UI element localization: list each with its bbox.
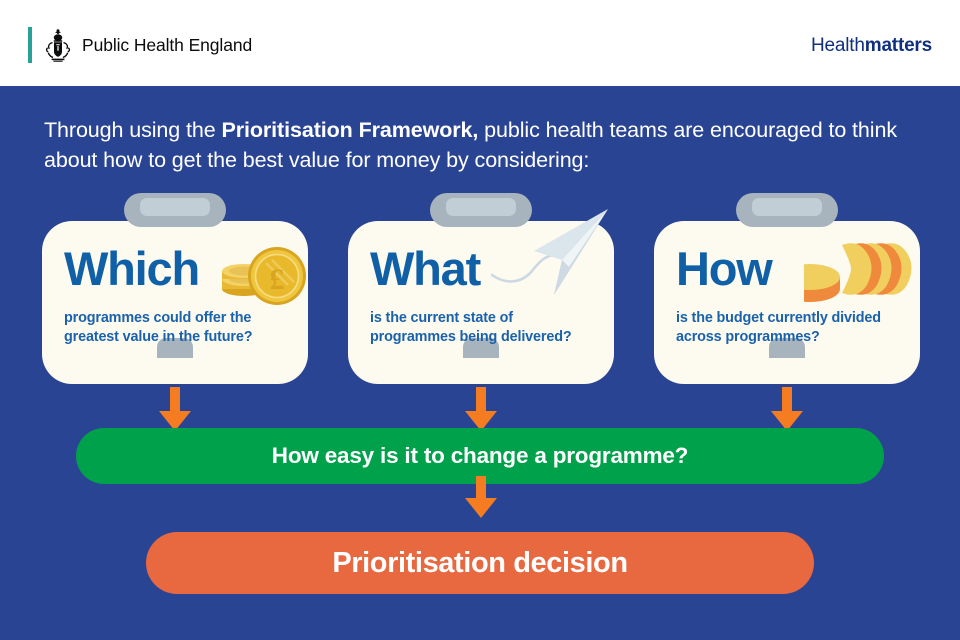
royal-crest-icon bbox=[45, 29, 71, 62]
intro-before: Through using the bbox=[44, 118, 222, 142]
svg-text:£: £ bbox=[270, 263, 285, 296]
health-matters-brand: Healthmatters bbox=[811, 35, 932, 57]
card-how-title: How bbox=[676, 242, 773, 295]
clipboard-clip bbox=[124, 193, 226, 227]
paper-plane-icon bbox=[490, 209, 608, 295]
intro-after: public health teams are encouraged to th… bbox=[44, 118, 897, 172]
down-arrow-icon bbox=[465, 387, 497, 431]
teal-accent-bar bbox=[28, 27, 32, 63]
pound-coins-icon: £ bbox=[222, 247, 306, 305]
card-which-title: Which bbox=[64, 242, 200, 295]
clipboard-clip bbox=[736, 193, 838, 227]
card-which[interactable]: Which programmes could offer the greates… bbox=[42, 193, 308, 384]
intro-paragraph: Through using the Prioritisation Framewo… bbox=[44, 116, 924, 175]
clipboard-clip-neck bbox=[463, 338, 499, 358]
page-header: Public Health England Healthmatters bbox=[0, 0, 960, 86]
intro-bold: Prioritisation Framework, bbox=[221, 118, 479, 142]
card-how-subtitle: is the budget currently divided across p… bbox=[676, 310, 881, 346]
clipboard-clip-inner bbox=[140, 198, 210, 216]
brand-matters: matters bbox=[864, 35, 932, 56]
green-question-bar[interactable]: How easy is it to change a programme? bbox=[76, 428, 884, 484]
card-what-subtitle: is the current state of programmes being… bbox=[370, 310, 572, 346]
clipboard-clip-neck bbox=[157, 338, 193, 358]
down-arrow-icon bbox=[465, 476, 497, 518]
card-what[interactable]: What is the current state of programmes … bbox=[348, 193, 614, 384]
phe-logo: Public Health England bbox=[28, 27, 252, 63]
clipboard-clip bbox=[430, 193, 532, 227]
down-arrow-icon bbox=[771, 387, 803, 431]
brand-health: Health bbox=[811, 35, 865, 56]
infographic-panel: Through using the Prioritisation Framewo… bbox=[0, 86, 960, 640]
prioritisation-decision-bar[interactable]: Prioritisation decision bbox=[146, 532, 814, 594]
down-arrow-icon bbox=[159, 387, 191, 431]
card-how[interactable]: How is the budget currently divided acro… bbox=[654, 193, 920, 384]
clipboard-clip-neck bbox=[769, 338, 805, 358]
clipboard-clip-inner bbox=[752, 198, 822, 216]
card-what-title: What bbox=[370, 242, 481, 295]
clipboard-clip-inner bbox=[446, 198, 516, 216]
phe-logo-text: Public Health England bbox=[82, 34, 253, 55]
card-which-subtitle: programmes could offer the greatest valu… bbox=[64, 310, 253, 346]
pie-chart-icon bbox=[804, 243, 912, 302]
